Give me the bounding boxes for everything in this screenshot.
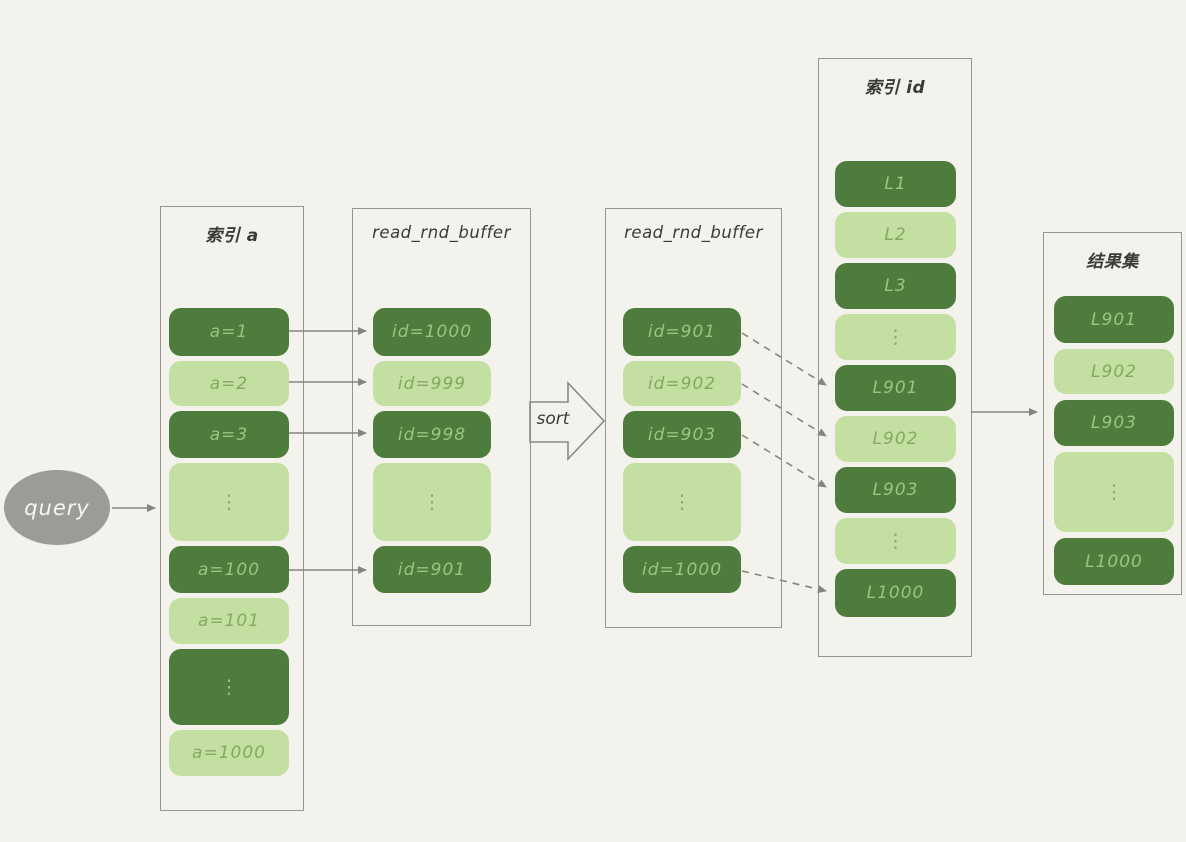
- ellipsis-cell: ⋮: [623, 463, 741, 541]
- result-set-box: 结果集 L901 L902 L903 ⋮ L1000: [1043, 232, 1182, 595]
- query-node: query: [4, 470, 110, 545]
- cell-L901: L901: [835, 365, 956, 411]
- ellipsis-icon: ⋮: [1104, 480, 1124, 503]
- cell-a-2: a=2: [169, 361, 289, 406]
- read-rnd-buffer-box-2: read_rnd_buffer id=901 id=902 id=903 ⋮ i…: [605, 208, 782, 628]
- ellipsis-cell: ⋮: [1054, 452, 1174, 532]
- cell-a-3: a=3: [169, 411, 289, 458]
- ellipsis-icon: ⋮: [886, 325, 905, 348]
- index-id-box: 索引 id L1 L2 L3 ⋮ L901 L902 L903 ⋮ L1000: [818, 58, 972, 657]
- cell-L1000: L1000: [835, 569, 956, 617]
- cell-id-902-sorted: id=902: [623, 361, 741, 406]
- cell-id-901-sorted: id=901: [623, 308, 741, 356]
- cell-result-L901: L901: [1054, 296, 1174, 343]
- ellipsis-cell: ⋮: [169, 649, 289, 725]
- read-rnd-buffer-box-1: read_rnd_buffer id=1000 id=999 id=998 ⋮ …: [352, 208, 531, 626]
- cell-id-901: id=901: [373, 546, 491, 593]
- cell-L903: L903: [835, 467, 956, 513]
- cell-a-100: a=100: [169, 546, 289, 593]
- ellipsis-cell: ⋮: [373, 463, 491, 541]
- ellipsis-cell: ⋮: [835, 314, 956, 360]
- result-set-title: 结果集: [1086, 252, 1139, 272]
- ellipsis-cell: ⋮: [169, 463, 289, 541]
- cell-a-101: a=101: [169, 598, 289, 644]
- cell-result-L903: L903: [1054, 400, 1174, 446]
- index-a-title: 索引 a: [205, 226, 259, 246]
- ellipsis-icon: ⋮: [672, 490, 692, 513]
- query-label: query: [24, 495, 90, 520]
- read-rnd-buffer-title-1: read_rnd_buffer: [372, 223, 511, 242]
- sort-label: sort: [536, 409, 570, 429]
- cell-a-1: a=1: [169, 308, 289, 356]
- ellipsis-icon: ⋮: [422, 490, 442, 513]
- cell-a-1000: a=1000: [169, 730, 289, 776]
- ellipsis-icon: ⋮: [219, 490, 239, 513]
- ellipsis-cell: ⋮: [835, 518, 956, 564]
- cell-id-998: id=998: [373, 411, 491, 458]
- read-rnd-buffer-title-2: read_rnd_buffer: [624, 223, 763, 242]
- cell-id-1000: id=1000: [373, 308, 491, 356]
- index-id-title: 索引 id: [864, 78, 926, 98]
- cell-id-999: id=999: [373, 361, 491, 406]
- cell-result-L1000: L1000: [1054, 538, 1174, 585]
- cell-L2: L2: [835, 212, 956, 258]
- ellipsis-icon: ⋮: [886, 529, 905, 552]
- cell-result-L902: L902: [1054, 349, 1174, 394]
- cell-id-1000-sorted: id=1000: [623, 546, 741, 593]
- cell-L1: L1: [835, 161, 956, 207]
- cell-L3: L3: [835, 263, 956, 309]
- cell-id-903-sorted: id=903: [623, 411, 741, 458]
- index-a-box: 索引 a a=1 a=2 a=3 ⋮ a=100 a=101 ⋮ a=1000: [160, 206, 304, 811]
- cell-L902: L902: [835, 416, 956, 462]
- ellipsis-icon: ⋮: [219, 675, 239, 698]
